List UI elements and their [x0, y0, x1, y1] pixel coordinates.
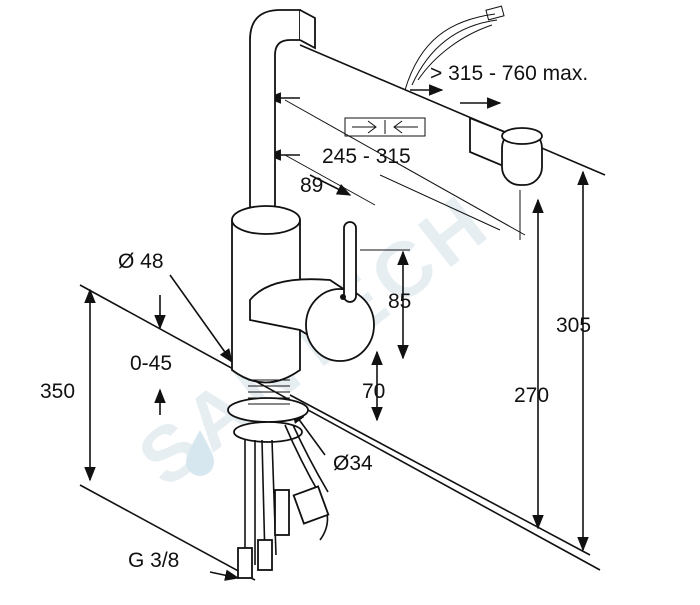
label-handle-height: 85: [388, 290, 411, 313]
spray-head-icon: [469, 116, 543, 186]
label-hose-reach: > 315 - 760 max.: [430, 62, 588, 85]
faucet-body: [227, 9, 375, 579]
dimension-labels: > 315 - 760 max. 245 - 315 89 Ø 48 85 0-…: [40, 62, 591, 572]
label-deck-thickness: 0-45: [130, 352, 172, 375]
label-total-depth: 350: [40, 380, 75, 403]
label-hose-diameter: Ø34: [333, 452, 373, 475]
label-handle-offset: 70: [362, 380, 385, 403]
label-connection: G 3/8: [128, 549, 179, 572]
label-spout-height: 270: [514, 384, 549, 407]
label-spout-offset: 89: [300, 174, 323, 197]
water-drop-icon: [186, 430, 214, 476]
pullout-hose-sketch: [404, 5, 505, 91]
dimension-lines: [79, 44, 606, 581]
label-spout-range: 245 - 315: [322, 145, 411, 168]
label-base-diameter: Ø 48: [118, 250, 164, 273]
extension-arrows-icon: [344, 117, 426, 137]
label-total-height: 305: [556, 314, 591, 337]
